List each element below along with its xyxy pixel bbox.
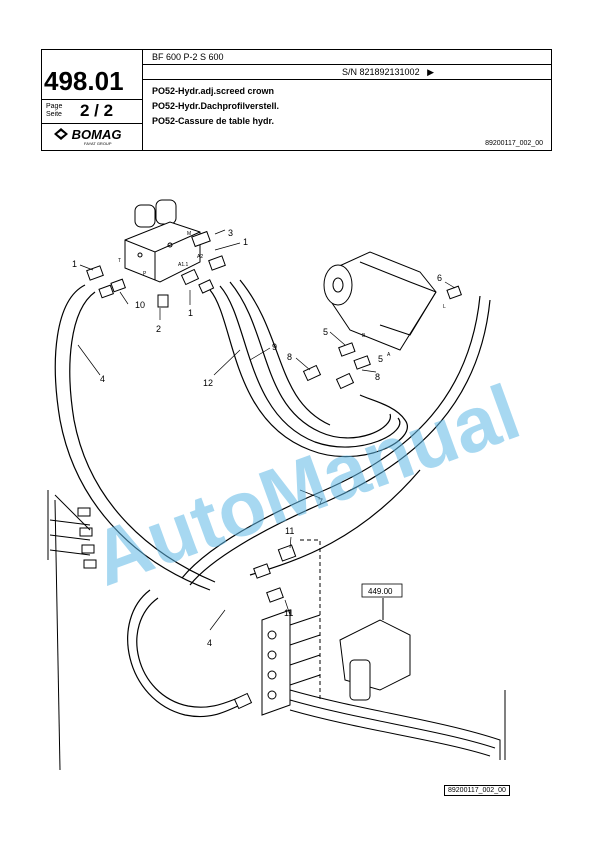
callout-1: 1 [188,308,193,318]
pipe-bundle-left [47,490,97,771]
svg-text:P: P [143,271,147,277]
valve-assembly-449 [339,598,411,701]
hydraulic-motor [323,251,437,351]
svg-text:B: B [362,333,366,339]
svg-text:L: L [443,304,446,310]
callout-10: 10 [135,300,145,310]
svg-text:A1.1: A1.1 [178,262,189,268]
svg-text:449.00: 449.00 [368,587,393,596]
callout-4: 4 [100,374,105,384]
control-valve-block [124,199,201,283]
callout-11: 11 [284,608,293,618]
bottom-image-reference: 89200117_002_00 [444,785,510,796]
header-block: BF 600 P-2 S 600 S/N 821892131002 ▶ 498.… [41,49,552,151]
leader-lines [77,229,456,631]
callout-numbers: 3 1 1 10 2 1 4 12 9 8 5 8 5 6 7 11 11 4 [72,228,442,648]
next-arrow-icon[interactable]: ▶ [427,67,435,77]
callout-11: 11 [285,526,294,536]
callout-1: 1 [243,237,248,247]
callout-7: 7 [318,497,323,507]
bomag-logo: BOMAG [54,127,121,142]
page-number: 2 / 2 [80,101,114,120]
callout-2: 2 [156,324,161,334]
callout-4: 4 [207,638,212,648]
fittings [86,230,462,710]
hose-7 [209,279,408,458]
bomag-logo-icon [54,128,68,140]
callout-5: 5 [323,327,328,337]
hydraulic-exploded-drawing: 3 1 1 10 2 1 4 12 9 8 5 8 5 6 7 11 11 4 … [47,199,530,771]
watermark-text: AutoManual [81,367,530,602]
svg-text:A2: A2 [197,254,203,260]
svg-text:M: M [187,231,191,237]
callout-9: 9 [272,342,277,352]
callout-12: 12 [203,378,213,388]
callout-1: 1 [72,259,77,269]
hose-4 [54,284,241,718]
lower-manifold [261,539,321,716]
callout-6: 6 [437,273,442,283]
document-number: 498.01 [44,66,124,96]
image-reference: 89200117_002_00 [485,140,543,147]
pipe-bundle-right [289,689,506,760]
title-german: PO52-Hydr.Dachprofilverstell. [152,101,280,111]
callout-5: 5 [378,354,383,364]
port-labels: T P A1.1 A2 M B A L [118,231,446,358]
reference-box-449[interactable]: 449.00 [361,583,403,598]
serial-number: S/N 821892131002 ▶ [342,67,435,77]
machine-model: BF 600 P-2 S 600 [152,52,224,62]
svg-text:A: A [387,352,391,358]
title-english: PO52-Hydr.adj.screed crown [152,86,275,96]
callout-8: 8 [375,372,380,382]
callout-3: 3 [228,228,233,238]
title-french: PO52-Cassure de table hydr. [152,116,275,126]
logo-subtitle: FAYAT GROUP [84,141,112,146]
callout-8: 8 [287,352,292,362]
svg-text:T: T [118,258,121,264]
